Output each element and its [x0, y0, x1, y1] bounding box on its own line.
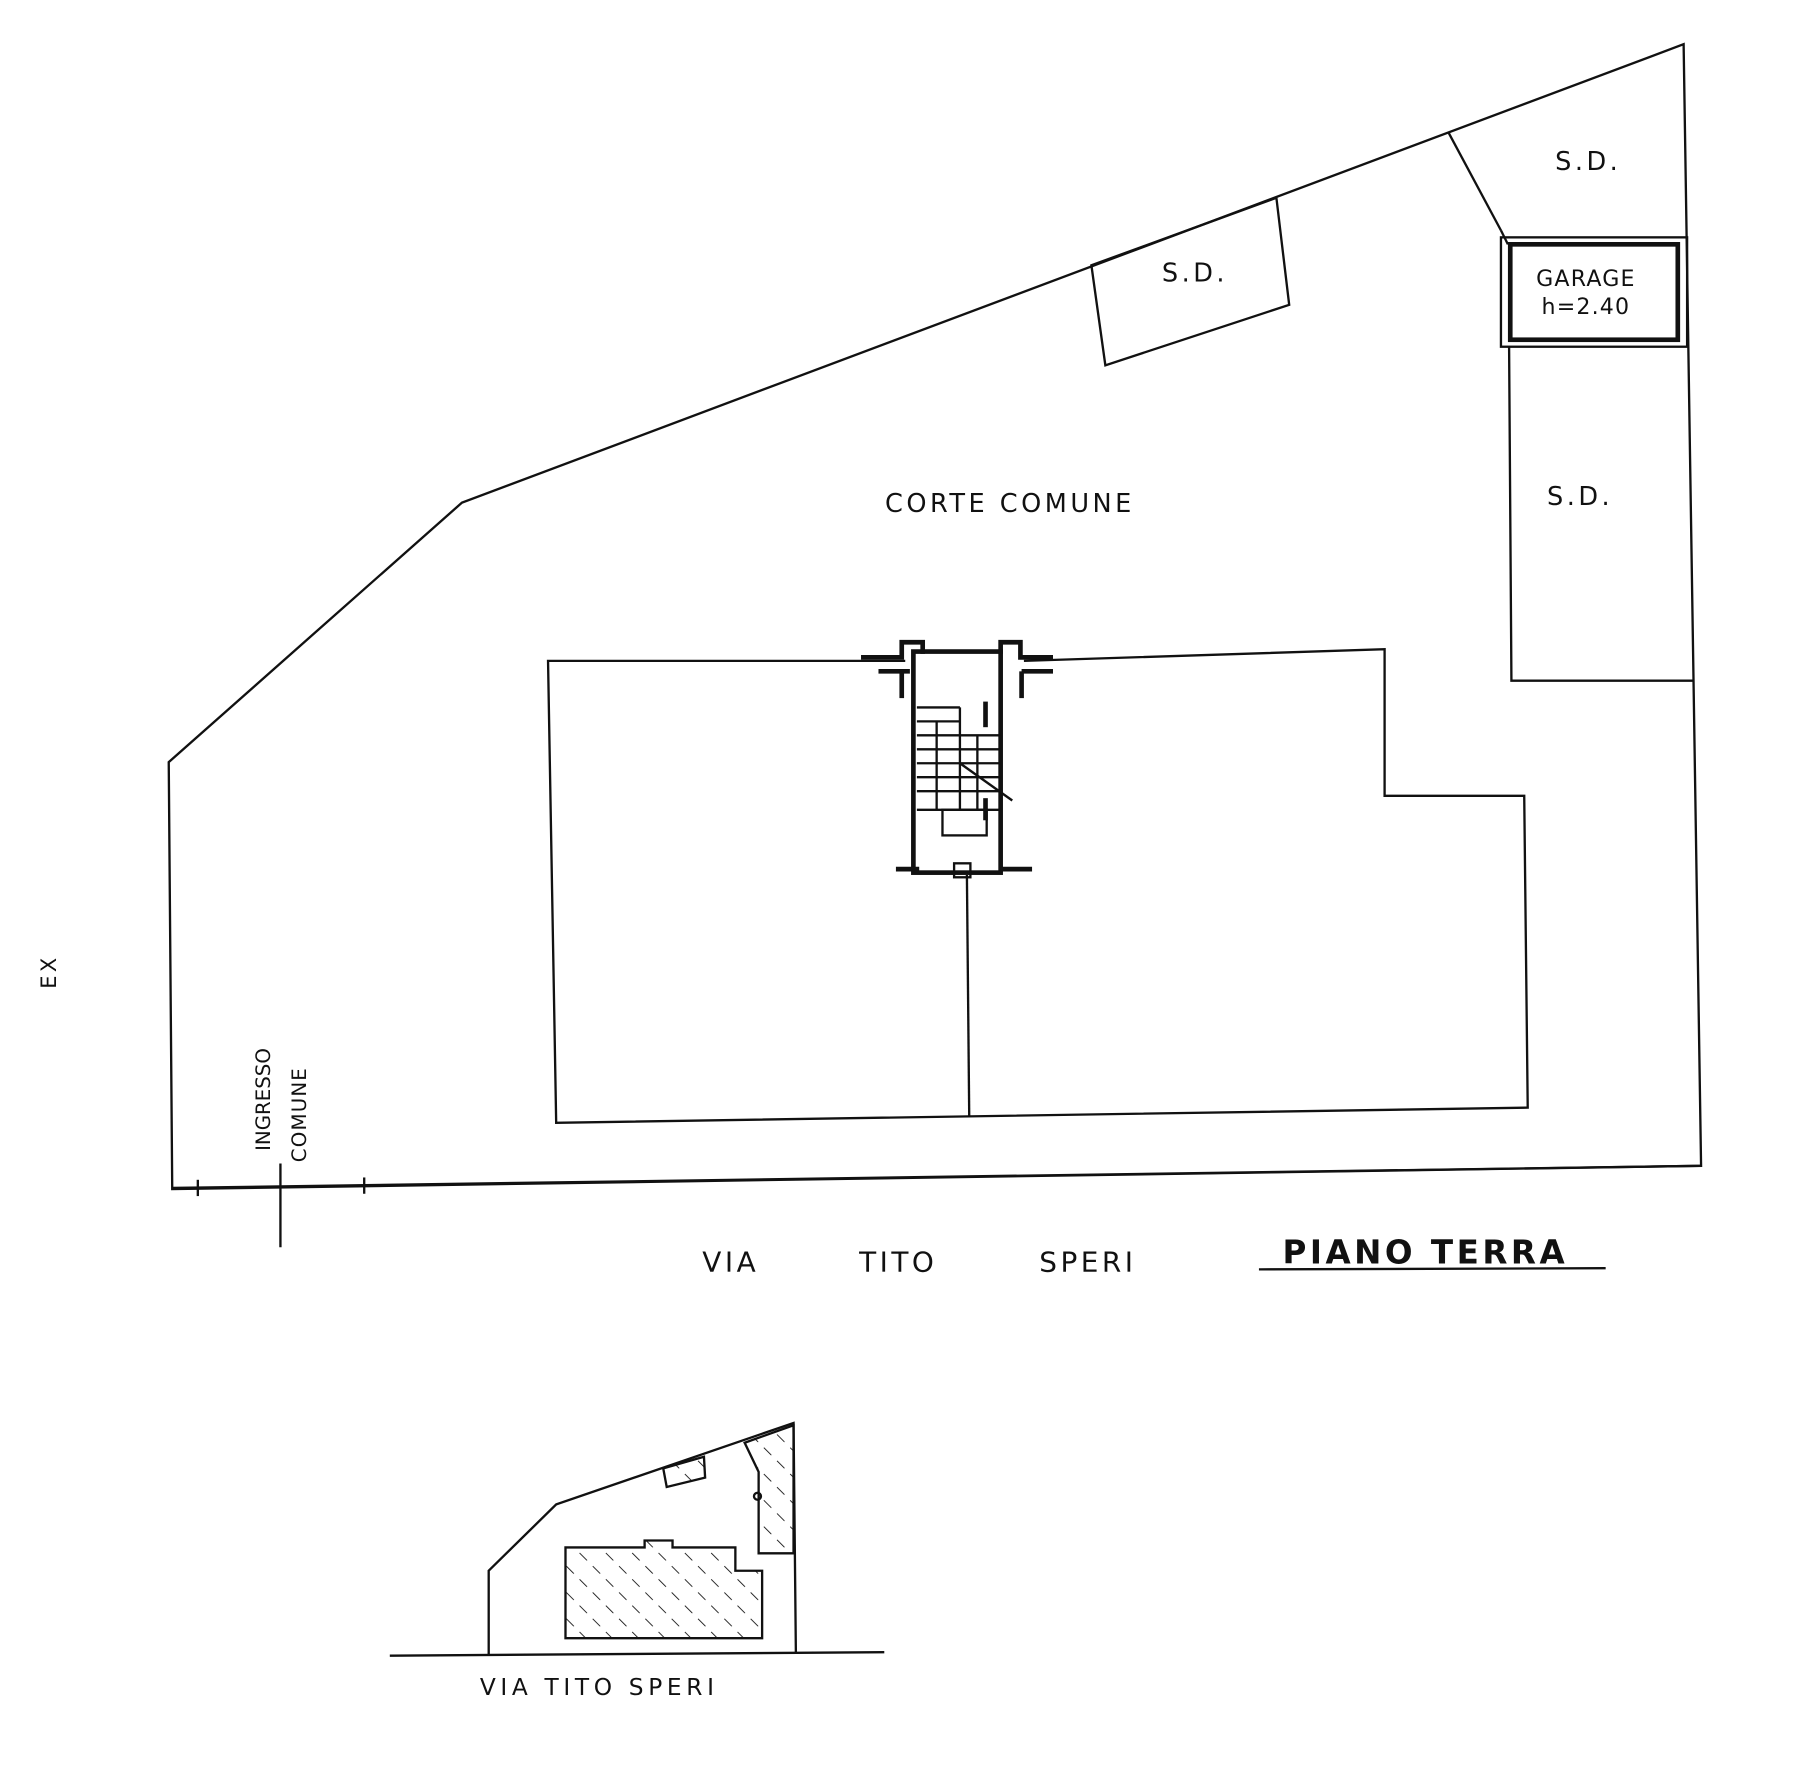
site-boundary [167, 42, 1703, 1191]
key-map-building [564, 1539, 764, 1640]
storage-label: S.D. [1547, 482, 1613, 512]
side-label: EX [37, 954, 61, 989]
garage-height-label: h=2.40 [1542, 294, 1631, 320]
key-map-street-label: VIA TITO SPERI [480, 1674, 719, 1701]
building-outline [546, 648, 1529, 1124]
key-map-storage-small [661, 1455, 707, 1489]
staircase [861, 639, 1054, 879]
plan-title: PIANO TERRA [1282, 1234, 1568, 1272]
garage-inner [1507, 242, 1681, 343]
storage-unit-right [1507, 346, 1693, 682]
unit-divider [965, 874, 971, 1117]
street-label: TITO [858, 1246, 937, 1279]
entrance-label: COMUNE [288, 1067, 311, 1162]
storage-unit-top-right-wall [1447, 132, 1502, 231]
title-underline [1258, 1267, 1606, 1271]
entrance-label: INGRESSO [252, 1048, 275, 1151]
storage-label: S.D. [1555, 147, 1621, 177]
street-line [172, 1164, 1702, 1190]
street-label: SPERI [1039, 1246, 1136, 1279]
garage-label: GARAGE [1536, 266, 1635, 292]
courtyard-label: CORTE COMUNE [885, 489, 1135, 519]
key-map-storage [743, 1423, 795, 1555]
storage-unit-middle [1090, 196, 1291, 367]
storage-label: S.D. [1162, 259, 1228, 289]
street-label: VIA [702, 1246, 759, 1279]
garage-outline [1499, 236, 1689, 348]
key-map: VIA TITO SPERI [389, 1421, 885, 1701]
